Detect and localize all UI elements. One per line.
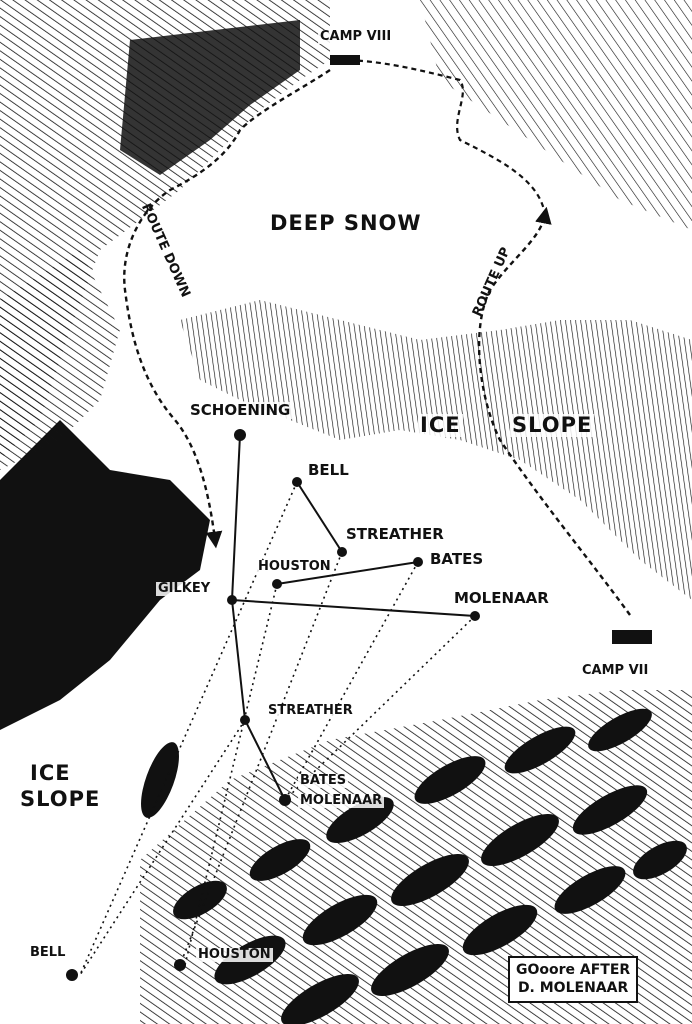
upper-right-streaks xyxy=(420,0,692,230)
credit-line-1: GOoore AFTER xyxy=(516,962,631,978)
bell-label-upper: BELL xyxy=(306,461,351,479)
bell-marker-lower xyxy=(66,969,78,981)
houston-marker-upper xyxy=(272,579,282,589)
streather-marker-upper xyxy=(337,547,347,557)
left-dark-rock xyxy=(0,420,210,730)
houston-label-upper: HOUSTON xyxy=(256,559,333,575)
bates-marker-upper xyxy=(413,557,423,567)
schoening-label: SCHOENING xyxy=(188,401,293,419)
camp-vii-label: CAMP VII xyxy=(580,663,651,679)
streather-marker-lower xyxy=(240,715,250,725)
summit-trail xyxy=(339,58,547,216)
streather-label-upper: STREATHER xyxy=(344,525,446,543)
climber-markers xyxy=(66,429,480,981)
camp-viii-label: CAMP VIII xyxy=(318,29,394,45)
map-credit: GOoore AFTER D. MOLENAAR xyxy=(508,956,639,1003)
left-rock-hatch xyxy=(0,250,120,470)
streather-label-lower: STREATHER xyxy=(266,703,355,719)
route-up-path xyxy=(477,206,631,616)
gilkey-marker xyxy=(227,595,237,605)
route-down-path xyxy=(123,69,331,549)
ice-slope-lower-label-a: ICE xyxy=(28,761,73,786)
camp-vii-tent xyxy=(612,630,652,644)
houston-label-lower: HOUSTON xyxy=(196,947,273,963)
credit-line-2: D. MOLENAAR xyxy=(517,979,629,996)
upper-left-dark-rock xyxy=(120,20,300,175)
deep-snow-label: DEEP SNOW xyxy=(268,211,424,236)
molenaar-label-upper: MOLENAAR xyxy=(452,589,551,607)
lower-rock-blobs xyxy=(141,708,687,1024)
ice-slope-band xyxy=(180,300,692,600)
bates-label-upper: BATES xyxy=(428,550,486,568)
bates-molenaar-marker-lower xyxy=(279,794,291,806)
bates-label-lower: BATES xyxy=(298,773,349,789)
upper-left-cliff xyxy=(0,0,330,460)
camp-viii-tent xyxy=(330,55,360,65)
houston-marker-lower xyxy=(174,959,186,971)
bell-label-lower: BELL xyxy=(28,945,68,961)
ice-slope-upper-label-b: SLOPE xyxy=(510,413,595,438)
schoening-marker xyxy=(234,429,246,441)
fall-lines xyxy=(79,481,476,976)
molenaar-marker-upper xyxy=(470,611,480,621)
molenaar-label-lower: MOLENAAR xyxy=(298,793,385,809)
gilkey-label: GILKEY xyxy=(156,581,213,597)
ice-slope-lower-label-b: SLOPE xyxy=(18,787,103,812)
bell-marker-upper xyxy=(292,477,302,487)
ice-slope-upper-label-a: ICE xyxy=(418,413,463,438)
